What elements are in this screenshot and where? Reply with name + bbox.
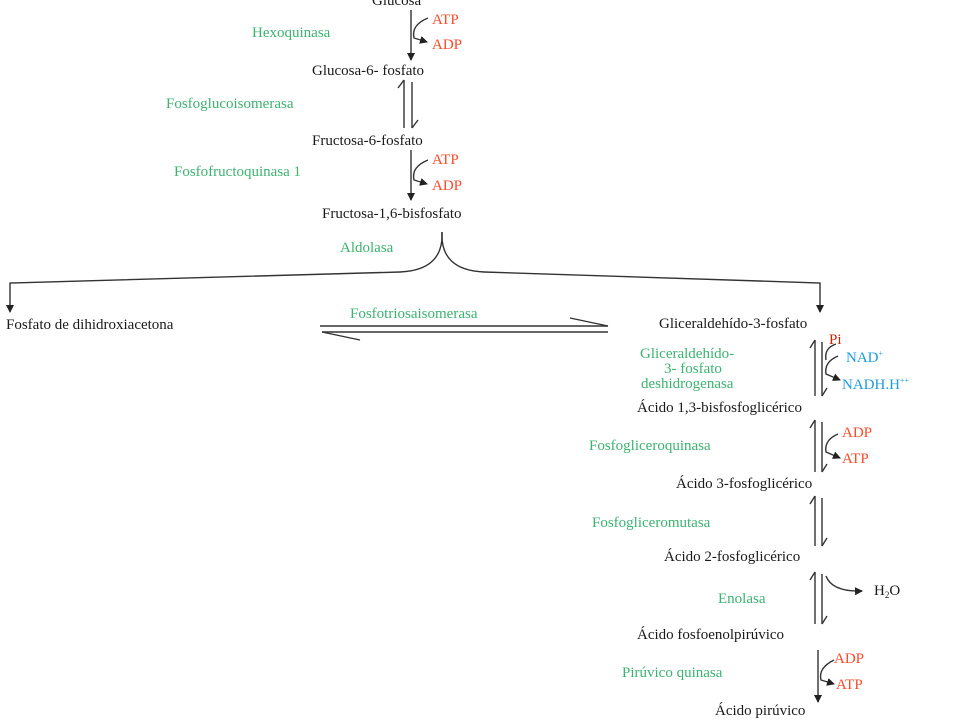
enzyme-gapdh-line-3: deshidrogenasa (641, 376, 734, 392)
metabolite-glucosa: Glucosa (372, 0, 422, 9)
enzyme-gapdh-line-1: Gliceraldehído- (640, 346, 735, 362)
enzyme-fosfoglucoisomerasa: Fosfoglucoisomerasa (166, 96, 294, 112)
metabolite-acido-1-3-bisfosfoglicerico: Ácido 1,3-bisfosfoglicérico (637, 400, 802, 416)
cofactor-adp-out-1: ADP (432, 37, 463, 53)
cofactor-atp-out-pgk: ATP (842, 451, 869, 467)
enzyme-enolasa: Enolasa (718, 591, 766, 607)
cofactor-pi: Pi (829, 332, 842, 348)
cofactor-adp-in-pk: ADP (834, 651, 865, 667)
cofactor-adp-out-2: ADP (432, 178, 463, 194)
metabolite-fructosa-1-6-bisfosfato: Fructosa-1,6-bisfosfato (322, 206, 462, 222)
metabolite-acido-piruvico: Ácido pirúvico (715, 703, 806, 719)
metabolite-acido-2-fosfoglicerico: Ácido 2-fosfoglicérico (664, 549, 801, 565)
cofactor-nadh: NADH.H++ (842, 376, 909, 393)
enzyme-fosfotriosaisomerasa: Fosfotriosaisomerasa (350, 306, 478, 322)
enzyme-aldolasa: Aldolasa (340, 240, 394, 256)
cofactor-nad: NAD+ (846, 349, 884, 366)
enzyme-fosfogliceroquinasa: Fosfogliceroquinasa (589, 438, 711, 454)
aldolase-split-right (441, 231, 824, 313)
cofactor-atp-in-1: ATP (432, 12, 459, 28)
metabolite-fructosa-6-fosfato: Fructosa-6-fosfato (312, 133, 423, 149)
metabolite-acido-3-fosfoglicerico: Ácido 3-fosfoglicérico (676, 476, 813, 492)
metabolite-glucosa-6-fosfato: Glucosa-6- fosfato (312, 63, 425, 79)
cofactor-atp-in-2: ATP (432, 152, 459, 168)
enzyme-gapdh-line-2: 3- fosfato (664, 361, 722, 377)
atp-hook-2 (412, 159, 429, 186)
cofactor-atp-out-pk: ATP (836, 677, 863, 693)
metabolite-fosfato-dihidroxiacetona: Fosfato de dihidroxiacetona (6, 317, 174, 333)
enzyme-fosfogliceromutasa: Fosfogliceromutasa (592, 515, 711, 531)
metabolite-acido-fosfoenolpiruvico: Ácido fosfoenolpirúvico (637, 627, 785, 643)
metabolite-gliceraldehido-3-fosfato: Gliceraldehído-3-fosfato (659, 316, 808, 332)
atp-hook-1 (412, 17, 429, 44)
enzyme-hexoquinasa: Hexoquinasa (252, 25, 331, 41)
enzyme-fosfofructoquinasa-1: Fosfofructoquinasa 1 (174, 164, 302, 180)
cofactor-h2o: H2O (874, 583, 901, 600)
enzyme-piruvico-quinasa: Pirúvico quinasa (622, 665, 723, 681)
cofactor-adp-in-pgk: ADP (842, 425, 873, 441)
